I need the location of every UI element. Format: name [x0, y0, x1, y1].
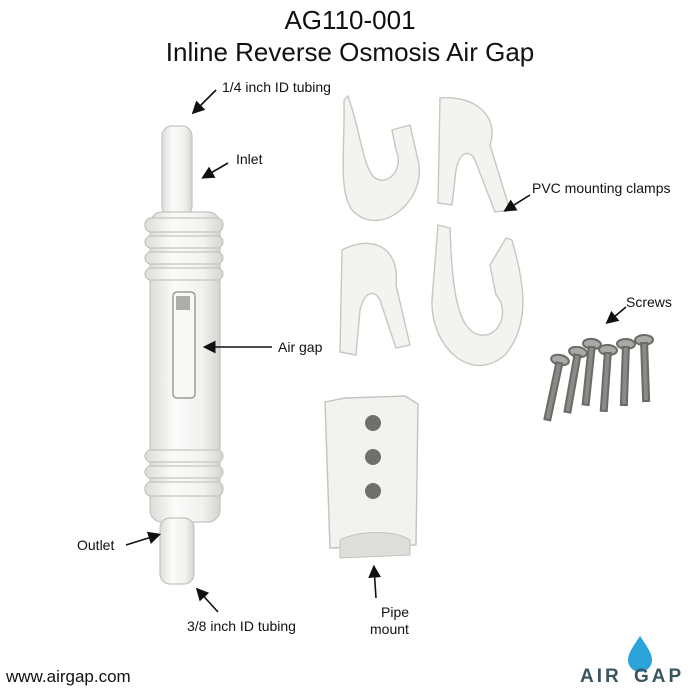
label-inlet: Inlet: [236, 151, 263, 167]
label-air-gap: Air gap: [278, 339, 323, 355]
model-number: AG110-001: [284, 5, 416, 35]
label-pipe-mount-2: mount: [370, 621, 409, 637]
pvc-clamps: [339, 94, 524, 367]
label-outlet: Outlet: [77, 537, 115, 553]
water-drop-icon: [628, 636, 652, 672]
airgap-logo: [628, 636, 652, 672]
pipe-mount: [324, 395, 419, 559]
product-title: Inline Reverse Osmosis Air Gap: [165, 37, 535, 67]
label-clamps: PVC mounting clamps: [532, 180, 671, 196]
label-screws: Screws: [626, 294, 672, 310]
screws: [543, 333, 654, 422]
logo-text-air: AIR: [580, 666, 622, 687]
website-link[interactable]: www.airgap.com: [6, 667, 131, 686]
logo-text-gap: GAP: [634, 666, 685, 687]
label-tubing-inlet: 1/4 inch ID tubing: [222, 79, 331, 95]
label-tubing-outlet: 3/8 inch ID tubing: [187, 618, 296, 634]
callout-arrows: [125, 89, 627, 613]
label-pipe-mount-1: Pipe: [381, 604, 410, 620]
air-gap-window: [172, 291, 196, 399]
